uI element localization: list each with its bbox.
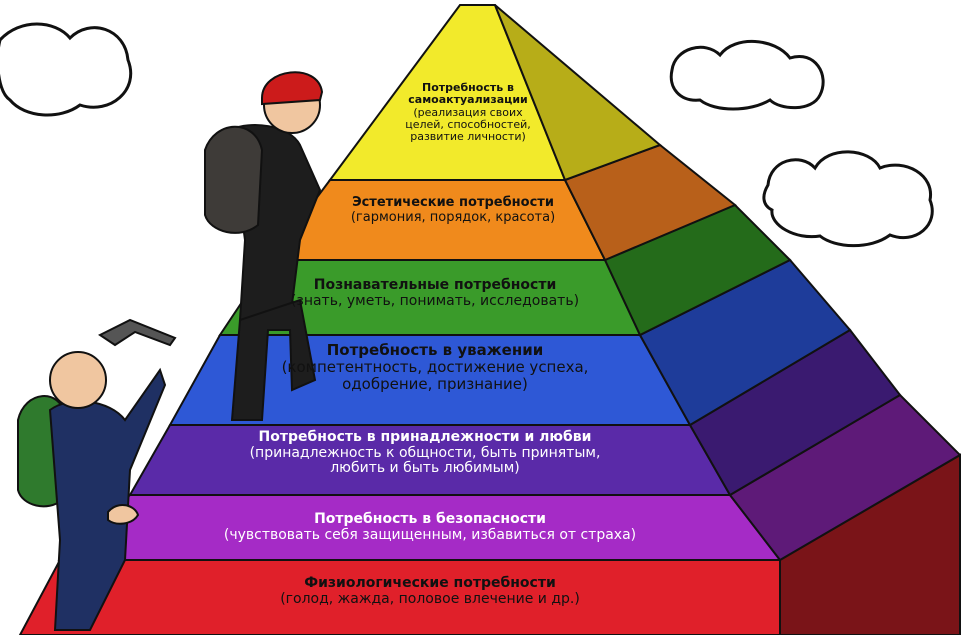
- level-1-title-line-1: Потребность в: [422, 81, 514, 94]
- level-1-label: Потребность в самоактуализации (реализац…: [388, 81, 548, 144]
- level-2-subtitle-line-1: (гармония, порядок, красота): [350, 209, 556, 225]
- cloud-icon: [669, 40, 825, 111]
- level-3-subtitle-line-1: (знать, уметь, понимать, исследовать): [290, 292, 580, 309]
- level-6-title: Потребность в безопасности: [314, 511, 546, 527]
- level-5-label: Потребность в принадлежности и любви (пр…: [185, 429, 665, 477]
- level-5-title: Потребность в принадлежности и любви: [258, 429, 592, 445]
- ice-axe-icon: [98, 318, 177, 347]
- level-2-title: Эстетические потребности: [352, 195, 554, 210]
- level-6-subtitle-line-1: (чувствовать себя защищенным, избавиться…: [223, 526, 637, 543]
- level-4-subtitle-line-1: (компетентность, достижение успеха,: [281, 357, 589, 376]
- level-1-subtitle-line-1: (реализация своих: [413, 105, 523, 119]
- level-5-subtitle-line-1: (принадлежность к общности, быть приняты…: [249, 444, 601, 461]
- level-4-subtitle-line-2: одобрение, признание): [342, 374, 528, 393]
- level-7-title: Физиологические потребности: [304, 575, 556, 591]
- climber-top: [204, 71, 324, 421]
- level-7-label: Физиологические потребности (голод, жажд…: [170, 575, 690, 607]
- cloud-icon: [0, 22, 133, 117]
- level-6-label: Потребность в безопасности (чувствовать …: [145, 511, 715, 543]
- cloud-icon: [762, 150, 934, 248]
- level-4-label: Потребность в уважении (компетентность, …: [230, 342, 640, 392]
- level-3-title: Познавательные потребности: [313, 277, 557, 293]
- level-3-label: Познавательные потребности (знать, уметь…: [250, 277, 620, 309]
- backpack-icon: [204, 125, 264, 234]
- level-4-title: Потребность в уважении: [326, 341, 544, 359]
- level-7-subtitle-line-1: (голод, жажда, половое влечение и др.): [280, 590, 580, 607]
- level-1-subtitle-line-3: развитие личности): [410, 130, 526, 144]
- level-2-label: Эстетические потребности (гармония, поря…: [318, 195, 588, 225]
- level-1-title-line-2: самоактуализации: [408, 93, 528, 107]
- level-5-subtitle-line-2: любить и быть любимым): [330, 460, 520, 477]
- level-1-subtitle-line-2: целей, способностей,: [405, 117, 531, 131]
- climber-bottom: [17, 318, 177, 631]
